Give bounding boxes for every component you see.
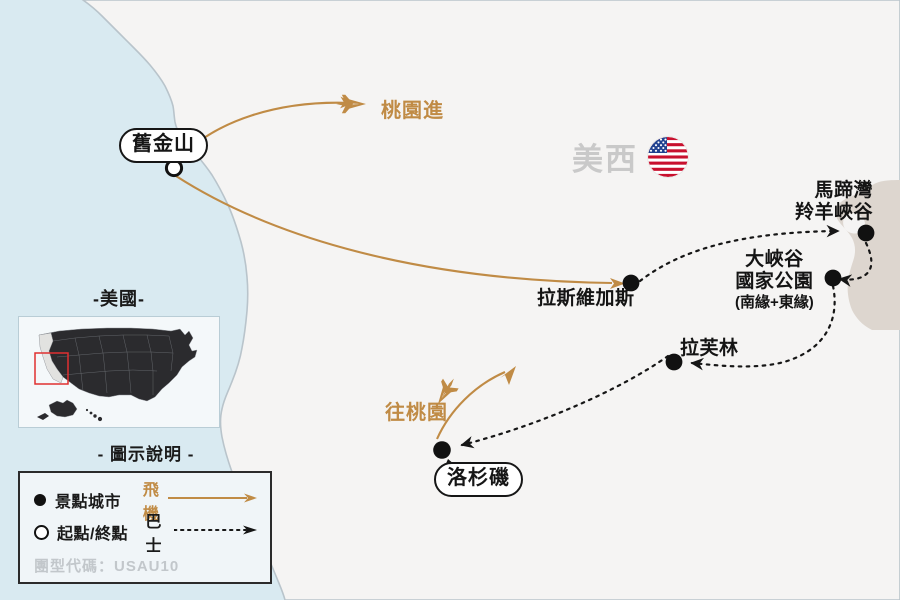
city-label-grandcanyon-line2: 國家公園 xyxy=(735,271,814,293)
city-label-horseshoe-line1: 馬蹄灣 xyxy=(814,180,874,201)
legend-marker-start-end: 起點/終點 xyxy=(34,520,146,544)
bus-path-horseshoe-to-grandcanyon xyxy=(838,241,873,287)
legend-title: - 圖示說明 - xyxy=(97,445,195,464)
inset-map-box xyxy=(18,316,220,428)
marker-grand-canyon xyxy=(824,269,842,287)
filled-dot-icon xyxy=(34,494,46,506)
city-label-las-vegas[interactable]: 拉斯維加斯 xyxy=(537,288,635,309)
legend-tour-code-value: USAU10 xyxy=(114,558,180,575)
region-watermark-text: 美西 xyxy=(572,142,638,177)
plane-line-icon xyxy=(168,491,258,509)
legend-tour-code: 團型代碼：USAU10 xyxy=(34,548,258,576)
flight-label-departure: 往桃園 xyxy=(385,402,448,424)
legend-marker-scenic-city: 景點城市 xyxy=(34,488,143,512)
marker-horseshoe-antelope xyxy=(857,224,875,242)
legend-label-start-end: 起點/終點 xyxy=(57,526,128,543)
flight-path-departure xyxy=(436,371,506,440)
airplane-icon-arrival xyxy=(336,94,366,114)
city-label-grandcanyon-line1: 大峽谷 xyxy=(745,249,804,270)
inset-usa-map xyxy=(19,317,219,427)
open-circle-icon xyxy=(34,524,49,540)
flight-arrowhead-departure xyxy=(500,366,516,385)
legend-box: 景點城市 飛機 起點/終點 xyxy=(18,471,272,584)
bus-path-grandcanyon-to-laughlin xyxy=(690,284,836,371)
marker-laughlin xyxy=(665,353,683,371)
city-label-los-angeles[interactable]: 洛杉磯 xyxy=(434,462,523,497)
city-label-laughlin[interactable]: 拉芙林 xyxy=(680,338,739,359)
inset-map-title: -美國- xyxy=(93,289,145,309)
flight-path-sf-to-lasvegas xyxy=(175,175,613,285)
legend-row-scenic-city: 景點城市 飛機 xyxy=(34,482,258,523)
legend-tour-code-label: 團型代碼： xyxy=(34,558,115,575)
bus-line-icon xyxy=(173,523,258,541)
city-label-san-francisco[interactable]: 舊金山 xyxy=(119,128,208,163)
legend-row-start-end: 起點/終點 巴士 xyxy=(34,514,258,555)
city-label-grandcanyon-sub: (南緣+東緣) xyxy=(735,293,814,311)
bus-path-lasvegas-to-horseshoe xyxy=(638,224,840,283)
legend-transport-bus: 巴士 xyxy=(146,508,258,556)
airplane-icon-departure xyxy=(438,378,459,404)
inset-focus-redbox xyxy=(34,352,69,385)
marker-las-vegas xyxy=(622,274,640,292)
landmass-usa-west xyxy=(81,0,900,600)
bus-path-laughlin-to-losangeles xyxy=(460,354,670,449)
inset-usa-silhouette xyxy=(38,327,198,402)
marker-los-angeles xyxy=(433,441,451,459)
legend-panel: - 圖示說明 - 景點城市 飛機 xyxy=(18,440,274,584)
legend-transport-plane: 飛機 xyxy=(143,476,258,524)
inset-alaska xyxy=(48,399,78,418)
region-watermark: 美西 xyxy=(572,134,688,179)
legend-label-scenic-city: 景點城市 xyxy=(55,494,122,511)
inset-map-panel: -美國- xyxy=(18,285,220,428)
inset-hawaii xyxy=(85,408,103,422)
inset-state-borders xyxy=(52,334,174,395)
legend-label-plane: 飛機 xyxy=(142,482,160,523)
city-label-horseshoe-line2: 羚羊峽谷 xyxy=(795,202,874,224)
city-label-horseshoe-antelope[interactable]: 馬蹄灣 羚羊峽谷 xyxy=(795,180,873,225)
us-flag-circle-icon xyxy=(648,136,688,177)
flight-label-arrival: 桃園進 xyxy=(381,100,444,122)
city-label-grand-canyon[interactable]: 大峽谷 國家公園 (南緣+東緣) xyxy=(735,249,814,312)
legend-label-bus: 巴士 xyxy=(145,514,163,555)
flight-arrowhead-lasvegas xyxy=(610,278,625,289)
inset-alaska-tail xyxy=(37,413,49,420)
